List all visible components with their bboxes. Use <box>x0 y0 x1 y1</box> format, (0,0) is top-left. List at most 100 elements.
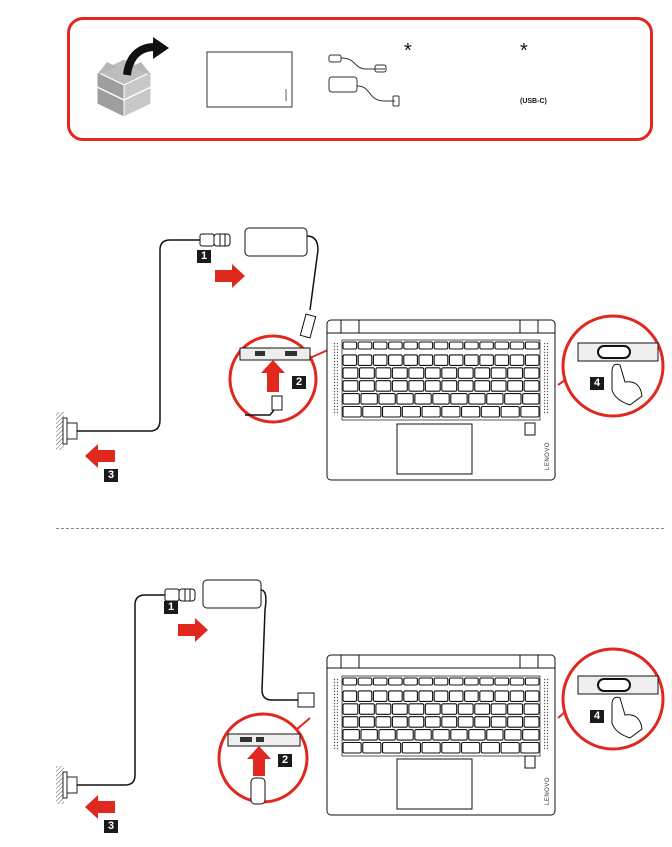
keyboard-key <box>414 729 432 741</box>
keyboard-key <box>378 729 396 741</box>
keyboard-key <box>342 354 358 366</box>
keyboard-key <box>479 354 494 366</box>
step-4-badge: 4 <box>590 377 604 390</box>
package-contents-panel <box>67 17 653 141</box>
keyboard-key <box>401 405 421 418</box>
keyboard-key <box>396 729 414 741</box>
keyboard-key <box>523 703 540 715</box>
keyboard-key <box>342 703 359 715</box>
optional-marker-2: * <box>520 40 528 62</box>
laptop-brand: LENOVO <box>545 442 551 470</box>
keyboard-key <box>441 380 458 392</box>
keyboard-key <box>418 354 434 366</box>
keyboard-key <box>523 367 540 379</box>
arrow-left-icon <box>85 444 115 468</box>
keyboard-key <box>523 380 540 392</box>
keyboard-key <box>468 393 486 405</box>
keyboard-key <box>486 393 504 405</box>
keyboard-key <box>450 729 468 741</box>
keyboard-key <box>358 367 375 379</box>
keyboard-key <box>358 703 375 715</box>
keyboard-key <box>421 741 441 754</box>
keyboard-key <box>391 716 408 728</box>
keyboard-key <box>524 677 540 686</box>
keyboard-key <box>357 354 373 366</box>
keyboard-key <box>509 690 525 702</box>
keyboard-key <box>378 393 396 405</box>
ac-adapter-round-plug-icon <box>328 54 400 107</box>
keyboard-keys <box>342 677 540 754</box>
keyboard-key <box>457 703 474 715</box>
arrow-left-icon <box>85 795 115 819</box>
keyboard-key <box>362 405 382 418</box>
keyboard-key <box>342 393 360 405</box>
keyboard-key <box>490 703 507 715</box>
power-button-closeup <box>577 675 659 739</box>
step-1-badge: 1 <box>164 601 178 614</box>
keyboard-key <box>357 690 373 702</box>
keyboard-key <box>474 380 491 392</box>
keyboard-key <box>342 677 358 686</box>
keyboard-key <box>432 729 450 741</box>
keyboard-key <box>357 341 373 350</box>
ac-adapter-brick <box>202 579 315 708</box>
keyboard-key <box>457 380 474 392</box>
keyboard-key <box>360 393 378 405</box>
wall-outlet-icon <box>56 766 78 804</box>
step-3-badge: 3 <box>104 820 118 833</box>
keyboard-key <box>358 716 375 728</box>
arrow-right-icon <box>178 618 208 642</box>
keyboard-key <box>403 354 418 366</box>
keyboard-key <box>448 677 464 686</box>
keyboard-key <box>479 341 494 350</box>
step-2-badge: 2 <box>278 754 292 767</box>
keyboard-key <box>464 677 479 686</box>
keyboard-key <box>372 690 388 702</box>
keyboard-key <box>388 354 403 366</box>
arrow-out-icon <box>123 37 169 76</box>
keyboard-key <box>474 716 491 728</box>
keyboard-key <box>408 703 425 715</box>
keyboard-key <box>522 393 540 405</box>
keyboard-key <box>441 405 461 418</box>
keyboard-key <box>457 367 474 379</box>
box-open-icon <box>95 58 153 118</box>
keyboard-key <box>403 677 418 686</box>
keyboard-key <box>480 741 501 754</box>
keyboard-key <box>441 703 458 715</box>
keyboard-key <box>520 405 540 418</box>
keyboard-key <box>507 716 524 728</box>
ac-adapter-brick <box>244 227 319 339</box>
keyboard-key <box>448 690 464 702</box>
laptop-brand: LENOVO <box>545 777 551 805</box>
keyboard-key <box>342 690 358 702</box>
keyboard-key <box>433 354 449 366</box>
keyboard-key <box>474 367 491 379</box>
keyboard-key <box>479 677 494 686</box>
wall-outlet-icon <box>56 412 78 450</box>
keyboard-key <box>441 741 461 754</box>
keyboard-key <box>524 354 540 366</box>
keyboard-key <box>494 677 510 686</box>
keyboard-key <box>441 716 458 728</box>
keyboard-key <box>522 729 540 741</box>
keyboard-key <box>432 393 450 405</box>
keyboard-key <box>381 741 402 754</box>
arrow-up-icon <box>247 746 271 776</box>
laptop-port-closeup <box>239 347 311 361</box>
keyboard-key <box>524 341 540 350</box>
keyboard-key <box>375 367 392 379</box>
keyboard-key <box>433 341 449 350</box>
step-2-badge: 2 <box>292 376 306 389</box>
keyboard-key <box>342 367 359 379</box>
keyboard-key <box>403 690 418 702</box>
keyboard-key <box>391 367 408 379</box>
step-1-badge: 1 <box>197 250 211 263</box>
keyboard-key <box>504 393 522 405</box>
keyboard-key <box>424 716 441 728</box>
keyboard-key <box>448 354 464 366</box>
keyboard-key <box>418 341 434 350</box>
keyboard-key <box>342 341 358 350</box>
power-cord <box>77 239 200 432</box>
optional-marker-1: * <box>404 40 412 62</box>
